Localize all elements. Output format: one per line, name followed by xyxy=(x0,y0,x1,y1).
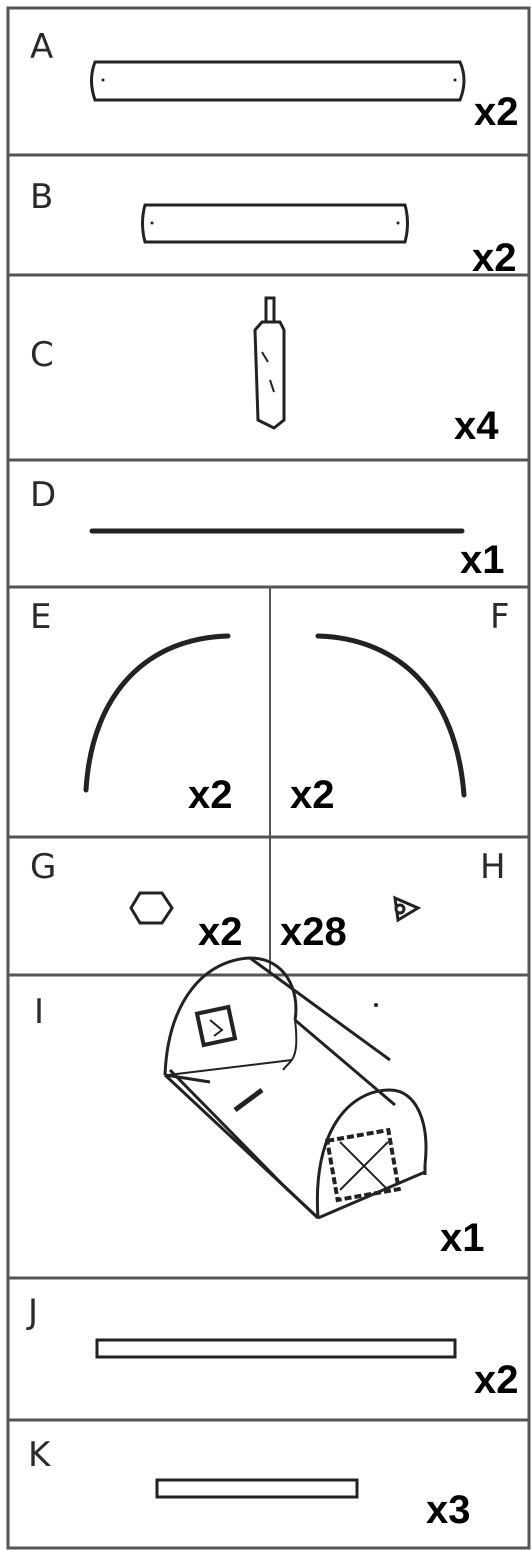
part-e-letter: E xyxy=(30,597,52,637)
part-f-letter: F xyxy=(490,597,510,637)
part-i-letter: I xyxy=(34,992,45,1032)
part-c-connector xyxy=(253,296,286,430)
part-k-strip xyxy=(155,1478,359,1499)
part-h-clip xyxy=(393,895,422,923)
part-b-quantity: x2 xyxy=(472,236,517,280)
part-g-quantity: x2 xyxy=(198,910,243,954)
part-f-quantity: x2 xyxy=(290,773,335,817)
part-a-quantity: x2 xyxy=(474,90,519,134)
part-k-quantity: x3 xyxy=(426,1488,471,1532)
part-a-letter: A xyxy=(30,27,54,67)
part-h-letter: H xyxy=(480,847,506,887)
part-c-letter: C xyxy=(30,335,54,375)
part-h-quantity: x28 xyxy=(280,910,347,954)
part-i-quantity: x1 xyxy=(440,1216,485,1260)
part-k-letter: K xyxy=(28,1435,51,1475)
part-j-strip xyxy=(95,1338,457,1359)
part-b-bar xyxy=(141,203,409,244)
part-d-letter: D xyxy=(30,475,57,515)
part-e-arc xyxy=(83,633,231,793)
part-j-quantity: x2 xyxy=(474,1358,519,1402)
row-dividers xyxy=(8,153,529,1422)
part-g-letter: G xyxy=(30,847,57,887)
part-e-quantity: x2 xyxy=(188,773,233,817)
part-a-bar xyxy=(90,60,466,102)
part-f-arc xyxy=(315,633,467,798)
part-i-cover-assembly xyxy=(163,956,428,1220)
part-b-letter: B xyxy=(30,177,54,217)
part-d-quantity: x1 xyxy=(460,538,505,582)
part-c-quantity: x4 xyxy=(454,404,499,448)
outer-frame xyxy=(6,6,531,1550)
part-g-hex-nut xyxy=(129,891,174,925)
part-j-letter: J xyxy=(28,1292,39,1332)
